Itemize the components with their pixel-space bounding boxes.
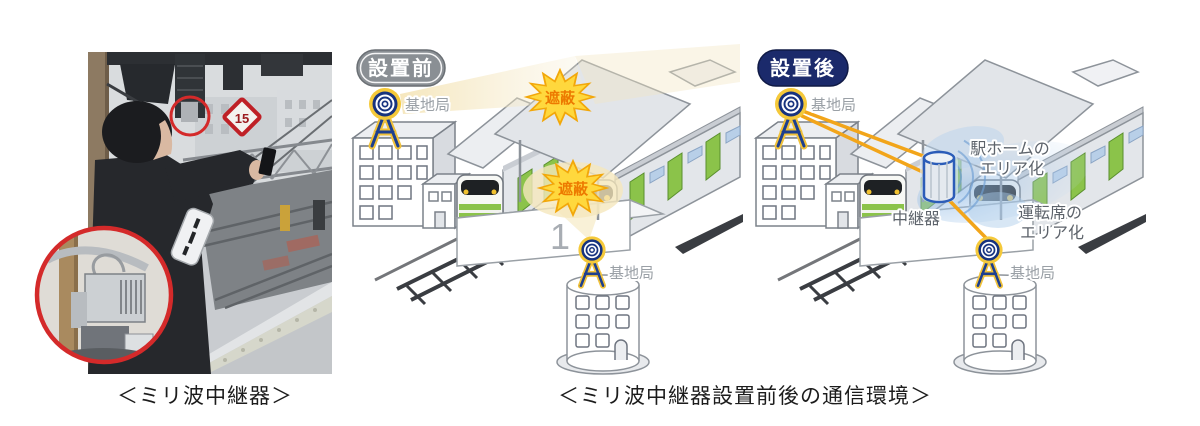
track-area (198, 170, 332, 310)
repeater-device (920, 150, 958, 204)
photo-image: 15 (88, 52, 332, 374)
base-station-bottom: 基地局 (556, 236, 656, 375)
ceiling-structure (106, 52, 332, 118)
office-building (350, 120, 472, 230)
speed-limit-sign: 15 (222, 97, 262, 137)
cylindrical-building (556, 274, 650, 375)
svg-text:設置後: 設置後 (770, 56, 836, 80)
base-station-label: 基地局 (609, 265, 654, 282)
badge-after: 設置後 (757, 49, 849, 87)
repeater-label: 中継器 (892, 210, 940, 228)
base-station-label: 基地局 (1010, 265, 1055, 282)
repeater-highlight-circle (169, 95, 211, 137)
mounted-repeater-device (181, 102, 198, 122)
base-station-top: 基地局 (774, 88, 858, 150)
after-diagram: 中継器 駅ホームの エリア化 運転席の エリア化 基地局 (753, 49, 1146, 375)
station-roof (446, 59, 737, 220)
photo-panel: 15 (34, 52, 332, 374)
svg-text:設置前: 設置前 (368, 56, 434, 80)
before-diagram: 1 遮蔽 遮蔽 (350, 44, 743, 375)
armband (170, 207, 215, 266)
coverage-area (917, 126, 1089, 228)
cab-area-label: 運転席の エリア化 (1016, 202, 1086, 244)
svg-text:運転席の: 運転席の (1018, 204, 1082, 222)
signal-line-top-to-repeater (798, 108, 936, 162)
inset-repeater-box (84, 273, 146, 323)
svg-text:駅ホームの: 駅ホームの (970, 141, 1050, 158)
face (153, 120, 173, 160)
base-station-bottom: 基地局 (953, 236, 1057, 375)
platform-floor (175, 282, 332, 374)
speed-limit-value: 15 (235, 111, 249, 126)
badge-before: 設置前 (356, 49, 446, 87)
signal-line-repeater-to-bottom (941, 192, 991, 243)
hair (102, 101, 172, 163)
track-right (675, 214, 743, 254)
shield-label: 遮蔽 (558, 180, 589, 198)
shield-burst-roof: 遮蔽 (523, 67, 597, 127)
caption-diagrams: ＜ミリ波中継器設置前後の通信環境＞ (558, 385, 932, 408)
base-station-top: 基地局 (368, 88, 452, 150)
platform-number: 1 (550, 216, 570, 257)
base-station-label: 基地局 (811, 97, 856, 114)
smartphone (258, 147, 277, 176)
inset-red-ring (34, 225, 174, 365)
base-station-label: 基地局 (405, 97, 450, 114)
svg-text:エリア化: エリア化 (1020, 224, 1084, 242)
shield-burst-train: 遮蔽 (536, 158, 610, 218)
signal-lines (798, 108, 991, 243)
cylindrical-building (953, 274, 1047, 375)
svg-text:エリア化: エリア化 (980, 160, 1044, 178)
caption-repeater-photo: ＜ミリ波中継器＞ (117, 385, 293, 408)
office-building (753, 120, 875, 230)
platform-area-label: 駅ホームの エリア化 (968, 139, 1052, 180)
shield-label: 遮蔽 (545, 89, 576, 107)
signal-line-top-2 (800, 114, 942, 182)
